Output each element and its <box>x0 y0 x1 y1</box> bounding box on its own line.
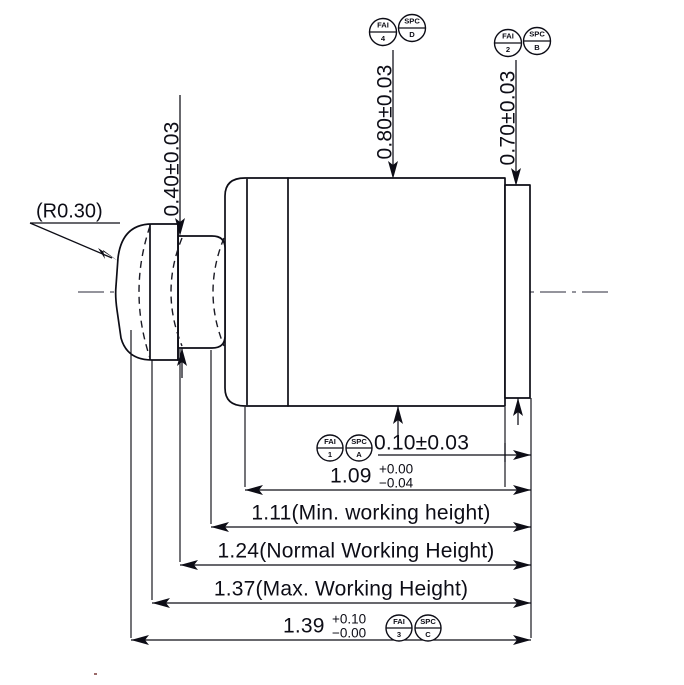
barrel-body-outline <box>224 177 506 407</box>
hidden-arc-1 <box>138 225 151 359</box>
dim-1-11-group: 1.11(Min. working height) <box>211 502 531 532</box>
dim-1-11-arrow-right <box>513 522 531 532</box>
dim-1-09-group: 1.09 +0.00 −0.04 <box>245 462 531 495</box>
dim-1-39-arrow-left <box>131 635 149 645</box>
part-outline-group <box>114 177 531 407</box>
dim-1-09-tol-upper: +0.00 <box>379 462 413 477</box>
barrel-lower-arrowhead <box>393 406 403 424</box>
dim-1-39-group: 1.39 +0.10 −0.00 FAI 3 SPC C <box>131 612 531 645</box>
balloon-fai-1: FAI 1 <box>316 434 344 462</box>
plunger-collar-outline <box>177 235 226 349</box>
dim-1-24-arrow-left <box>180 560 198 570</box>
dim-0-10-arrow-right <box>513 450 531 460</box>
balloon-spc-d-bottom: D <box>409 30 415 39</box>
balloon-fai-4-top: FAI <box>377 21 389 30</box>
dim-1-09-arrow-left <box>245 485 263 495</box>
hidden-arc-3 <box>212 237 225 347</box>
balloon-spc-d-top: SPC <box>404 17 420 26</box>
dim-0-70-label: 0.70±0.03 <box>497 70 520 165</box>
balloon-fai-4-bottom: 4 <box>381 34 386 43</box>
balloon-fai-1-top: FAI <box>324 437 336 446</box>
dim-1-39-label: 1.39 <box>283 615 325 638</box>
balloon-spc-b-bottom: B <box>534 43 540 52</box>
balloon-spc-c-top: SPC <box>420 617 436 626</box>
dim-0-10-label: 0.10±0.03 <box>374 432 469 455</box>
dim-0-40-label: 0.40±0.03 <box>161 121 184 216</box>
hidden-arc-2 <box>170 237 183 347</box>
radius-leader-slant <box>29 222 113 259</box>
dim-1-37-arrow-right <box>513 598 531 608</box>
balloon-fai-4: FAI 4 <box>368 17 398 47</box>
balloon-spc-a: SPC A <box>345 434 373 462</box>
balloon-fai-3-top: FAI <box>393 617 405 626</box>
radius-callout-group: (R0.30) <box>29 200 120 261</box>
dim-1-11-arrow-left <box>211 522 229 532</box>
dim-0-70-group: 0.70±0.03 FAI 2 SPC B <box>493 26 552 186</box>
scan-artifact-speck <box>94 673 97 675</box>
dim-0-80-group: 0.80±0.03 FAI 4 SPC D <box>368 13 427 179</box>
dim-1-24-group: 1.24(Normal Working Height) <box>180 540 531 570</box>
dim-0-80-arrowhead <box>388 161 398 179</box>
dim-1-39-tol-upper: +0.10 <box>332 612 366 627</box>
dim-1-39-tol-lower: −0.00 <box>332 626 366 641</box>
dim-0-10-group: FAI 1 SPC A 0.10±0.03 <box>316 432 531 462</box>
dim-1-11-label: 1.11(Min. working height) <box>251 502 490 525</box>
dim-1-37-label: 1.37(Max. Working Height) <box>214 578 468 601</box>
balloon-spc-a-top: SPC <box>351 437 367 446</box>
dim-1-37-arrow-left <box>152 598 170 608</box>
balloon-spc-a-bottom: A <box>356 450 362 459</box>
balloon-fai-3: FAI 3 <box>385 614 413 642</box>
balloon-fai-2: FAI 2 <box>493 28 523 58</box>
balloon-spc-d: SPC D <box>397 13 427 43</box>
balloon-fai-3-bottom: 3 <box>397 630 401 639</box>
barrel-lower-arrow-group <box>393 406 403 440</box>
dim-1-37-group: 1.37(Max. Working Height) <box>152 578 531 608</box>
balloon-fai-1-bottom: 1 <box>328 450 333 459</box>
dim-0-70-arrowhead <box>511 168 521 186</box>
flange-lower-arrowhead <box>513 398 523 416</box>
balloon-fai-2-top: FAI <box>502 32 514 41</box>
radius-leader-arrowhead <box>98 248 118 261</box>
dim-1-09-tol-lower: −0.04 <box>379 476 414 491</box>
dim-0-80-label: 0.80±0.03 <box>374 64 397 159</box>
dim-1-09-arrow-right <box>513 485 531 495</box>
balloon-spc-b: SPC B <box>522 26 552 56</box>
flange-lower-arrow-group <box>513 398 523 425</box>
radius-callout-label: (R0.30) <box>36 200 103 222</box>
balloon-fai-2-bottom: 2 <box>506 45 510 54</box>
right-flange-outline <box>504 184 531 399</box>
dim-1-24-label: 1.24(Normal Working Height) <box>218 540 495 563</box>
dim-0-40-arrowhead <box>175 218 185 236</box>
dim-1-09-label: 1.09 <box>330 465 372 488</box>
dim-1-24-arrow-right <box>513 560 531 570</box>
dim-0-40-group: 0.40±0.03 <box>161 95 185 236</box>
balloon-spc-c-bottom: C <box>425 630 431 639</box>
balloon-spc-c: SPC C <box>414 614 442 642</box>
plunger-tip-outline <box>114 223 179 361</box>
balloon-spc-b-top: SPC <box>529 30 545 39</box>
dim-1-39-arrow-right <box>513 635 531 645</box>
